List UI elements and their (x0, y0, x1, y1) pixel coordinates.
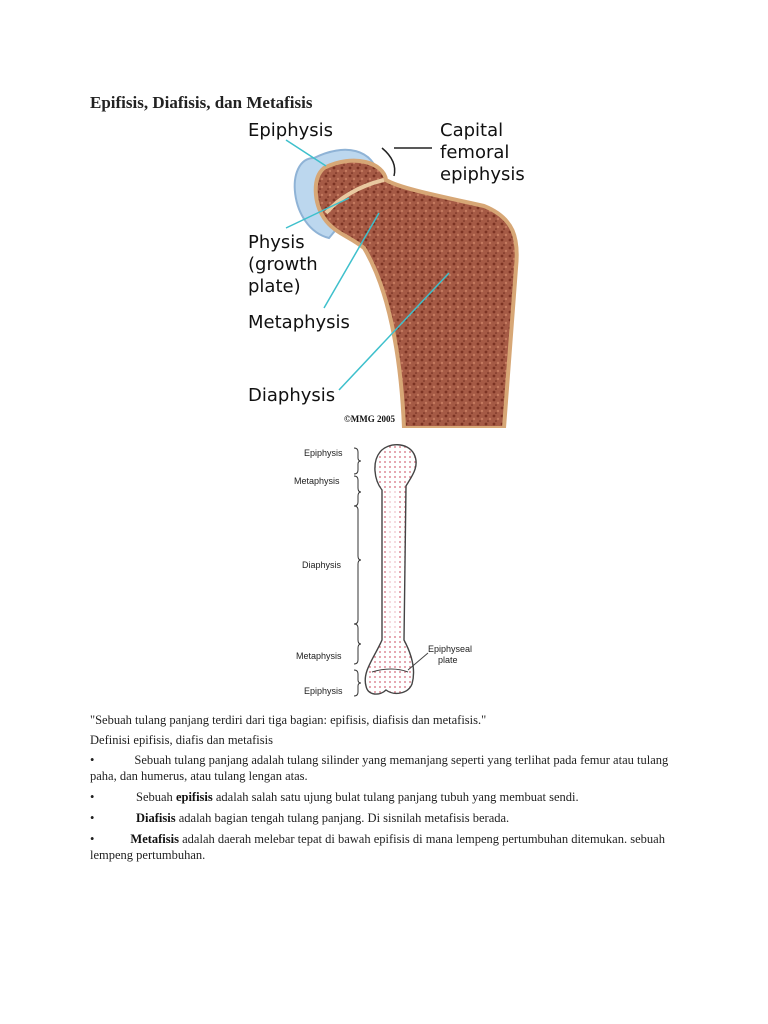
label-diaphysis: Diaphysis (248, 385, 335, 406)
label-metaphysis-top: Metaphysis (294, 476, 340, 486)
label-capital-3: epiphysis (440, 164, 524, 185)
body-text: "Sebuah tulang panjang terdiri dari tiga… (90, 712, 680, 868)
label-physis-2: (growth (248, 254, 318, 275)
label-diaphysis: Diaphysis (302, 560, 342, 570)
copyright-text: ©MMG 2005 (344, 414, 395, 424)
label-epiphysis-top: Epiphysis (304, 448, 343, 458)
label-epiphysis: Epiphysis (248, 120, 333, 141)
bullet-item: •Metafisis adalah daerah melebar tepat d… (90, 832, 665, 862)
label-plate-1: Epiphyseal (428, 644, 472, 654)
label-metaphysis-bottom: Metaphysis (296, 651, 342, 661)
quote-paragraph: "Sebuah tulang panjang terdiri dari tiga… (90, 713, 487, 727)
bullet-icon: • (90, 832, 95, 846)
label-epiphysis-bottom: Epiphysis (304, 686, 343, 696)
label-capital-2: femoral (440, 142, 509, 163)
bullet-item: •Diafisis adalah bagian tengah tulang pa… (90, 811, 510, 825)
bullet-icon: • (90, 790, 95, 804)
page-title: Epifisis, Diafisis, dan Metafisis (90, 93, 313, 112)
bullet-item: •Sebuah tulang panjang adalah tulang sil… (90, 753, 669, 783)
bullet-item: •Sebuah epifisis adalah salah satu ujung… (90, 790, 579, 804)
bone-body (313, 158, 519, 428)
label-physis-3: plate) (248, 276, 301, 297)
long-bone-diagram: Epiphysis Metaphysis Diaphysis Metaphysi… (294, 444, 472, 697)
bullet-icon: • (90, 753, 95, 767)
bullet-icon: • (90, 811, 95, 825)
definition-heading: Definisi epifisis, diafis dan metafisis (90, 733, 273, 747)
label-physis-1: Physis (248, 232, 305, 253)
label-metaphysis: Metaphysis (248, 312, 350, 333)
label-capital-1: Capital (440, 120, 503, 141)
femur-head-illustration: Epiphysis Capital femoral epiphysis Phys… (248, 120, 524, 428)
growth-plate (324, 178, 385, 215)
label-plate-2: plate (438, 655, 458, 665)
